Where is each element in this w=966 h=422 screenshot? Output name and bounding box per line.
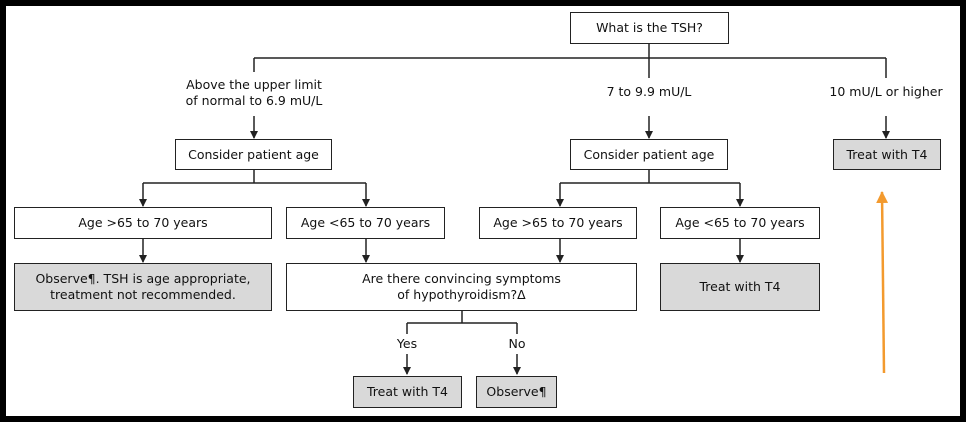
low-age-younger-box: Age <65 to 70 years — [286, 207, 445, 239]
no-label: No — [497, 335, 537, 353]
symptoms-question-line2: of hypothyroidism?Δ — [397, 287, 526, 302]
low-older-observe-line1: Observe¶. TSH is age appropriate, — [35, 271, 251, 286]
high-range-label-text: 10 mU/L or higher — [829, 84, 943, 99]
low-age-older-box: Age >65 to 70 years — [14, 207, 272, 239]
low-range-label-line1: Above the upper limit — [186, 77, 322, 92]
high-treat-t4-text: Treat with T4 — [846, 146, 928, 162]
low-age-younger-text: Age <65 to 70 years — [300, 215, 431, 230]
low-consider-age-box: Consider patient age — [175, 139, 332, 170]
mid-age-younger-text: Age <65 to 70 years — [675, 215, 805, 230]
low-older-observe-line2: treatment not recommended. — [50, 287, 236, 302]
yes-label-text: Yes — [396, 336, 418, 351]
mid-age-older-box: Age >65 to 70 years — [479, 207, 637, 239]
mid-age-older-text: Age >65 to 70 years — [493, 215, 623, 230]
mid-consider-age-box: Consider patient age — [570, 139, 728, 170]
yes-treat-t4-text: Treat with T4 — [367, 384, 448, 399]
mid-range-label-text: 7 to 9.9 mU/L — [606, 84, 692, 99]
low-range-label: Above the upper limit of normal to 6.9 m… — [154, 73, 354, 113]
highlight-arrow — [876, 191, 889, 374]
root-question-text: What is the TSH? — [596, 20, 703, 35]
yes-treat-t4-box: Treat with T4 — [353, 376, 462, 408]
mid-age-younger-box: Age <65 to 70 years — [660, 207, 820, 239]
yes-label: Yes — [387, 335, 427, 353]
low-consider-age-text: Consider patient age — [188, 146, 319, 162]
high-range-label: 10 mU/L or higher — [806, 82, 966, 102]
low-age-older-text: Age >65 to 70 years — [78, 215, 208, 230]
symptoms-question-line1: Are there convincing symptoms — [362, 271, 561, 286]
high-treat-t4-box: Treat with T4 — [833, 139, 941, 170]
mid-treat-t4-text: Treat with T4 — [699, 279, 781, 294]
low-older-observe-box: Observe¶. TSH is age appropriate, treatm… — [14, 263, 272, 311]
mid-consider-age-text: Consider patient age — [583, 146, 715, 162]
no-observe-text: Observe¶ — [486, 384, 547, 399]
mid-treat-t4-box: Treat with T4 — [660, 263, 820, 311]
root-question-box: What is the TSH? — [570, 12, 729, 44]
mid-range-label: 7 to 9.9 mU/L — [574, 82, 724, 102]
symptoms-question-box: Are there convincing symptoms of hypothy… — [286, 263, 637, 311]
low-range-label-line2: of normal to 6.9 mU/L — [185, 93, 323, 108]
no-label-text: No — [508, 336, 526, 351]
no-observe-box: Observe¶ — [476, 376, 557, 408]
